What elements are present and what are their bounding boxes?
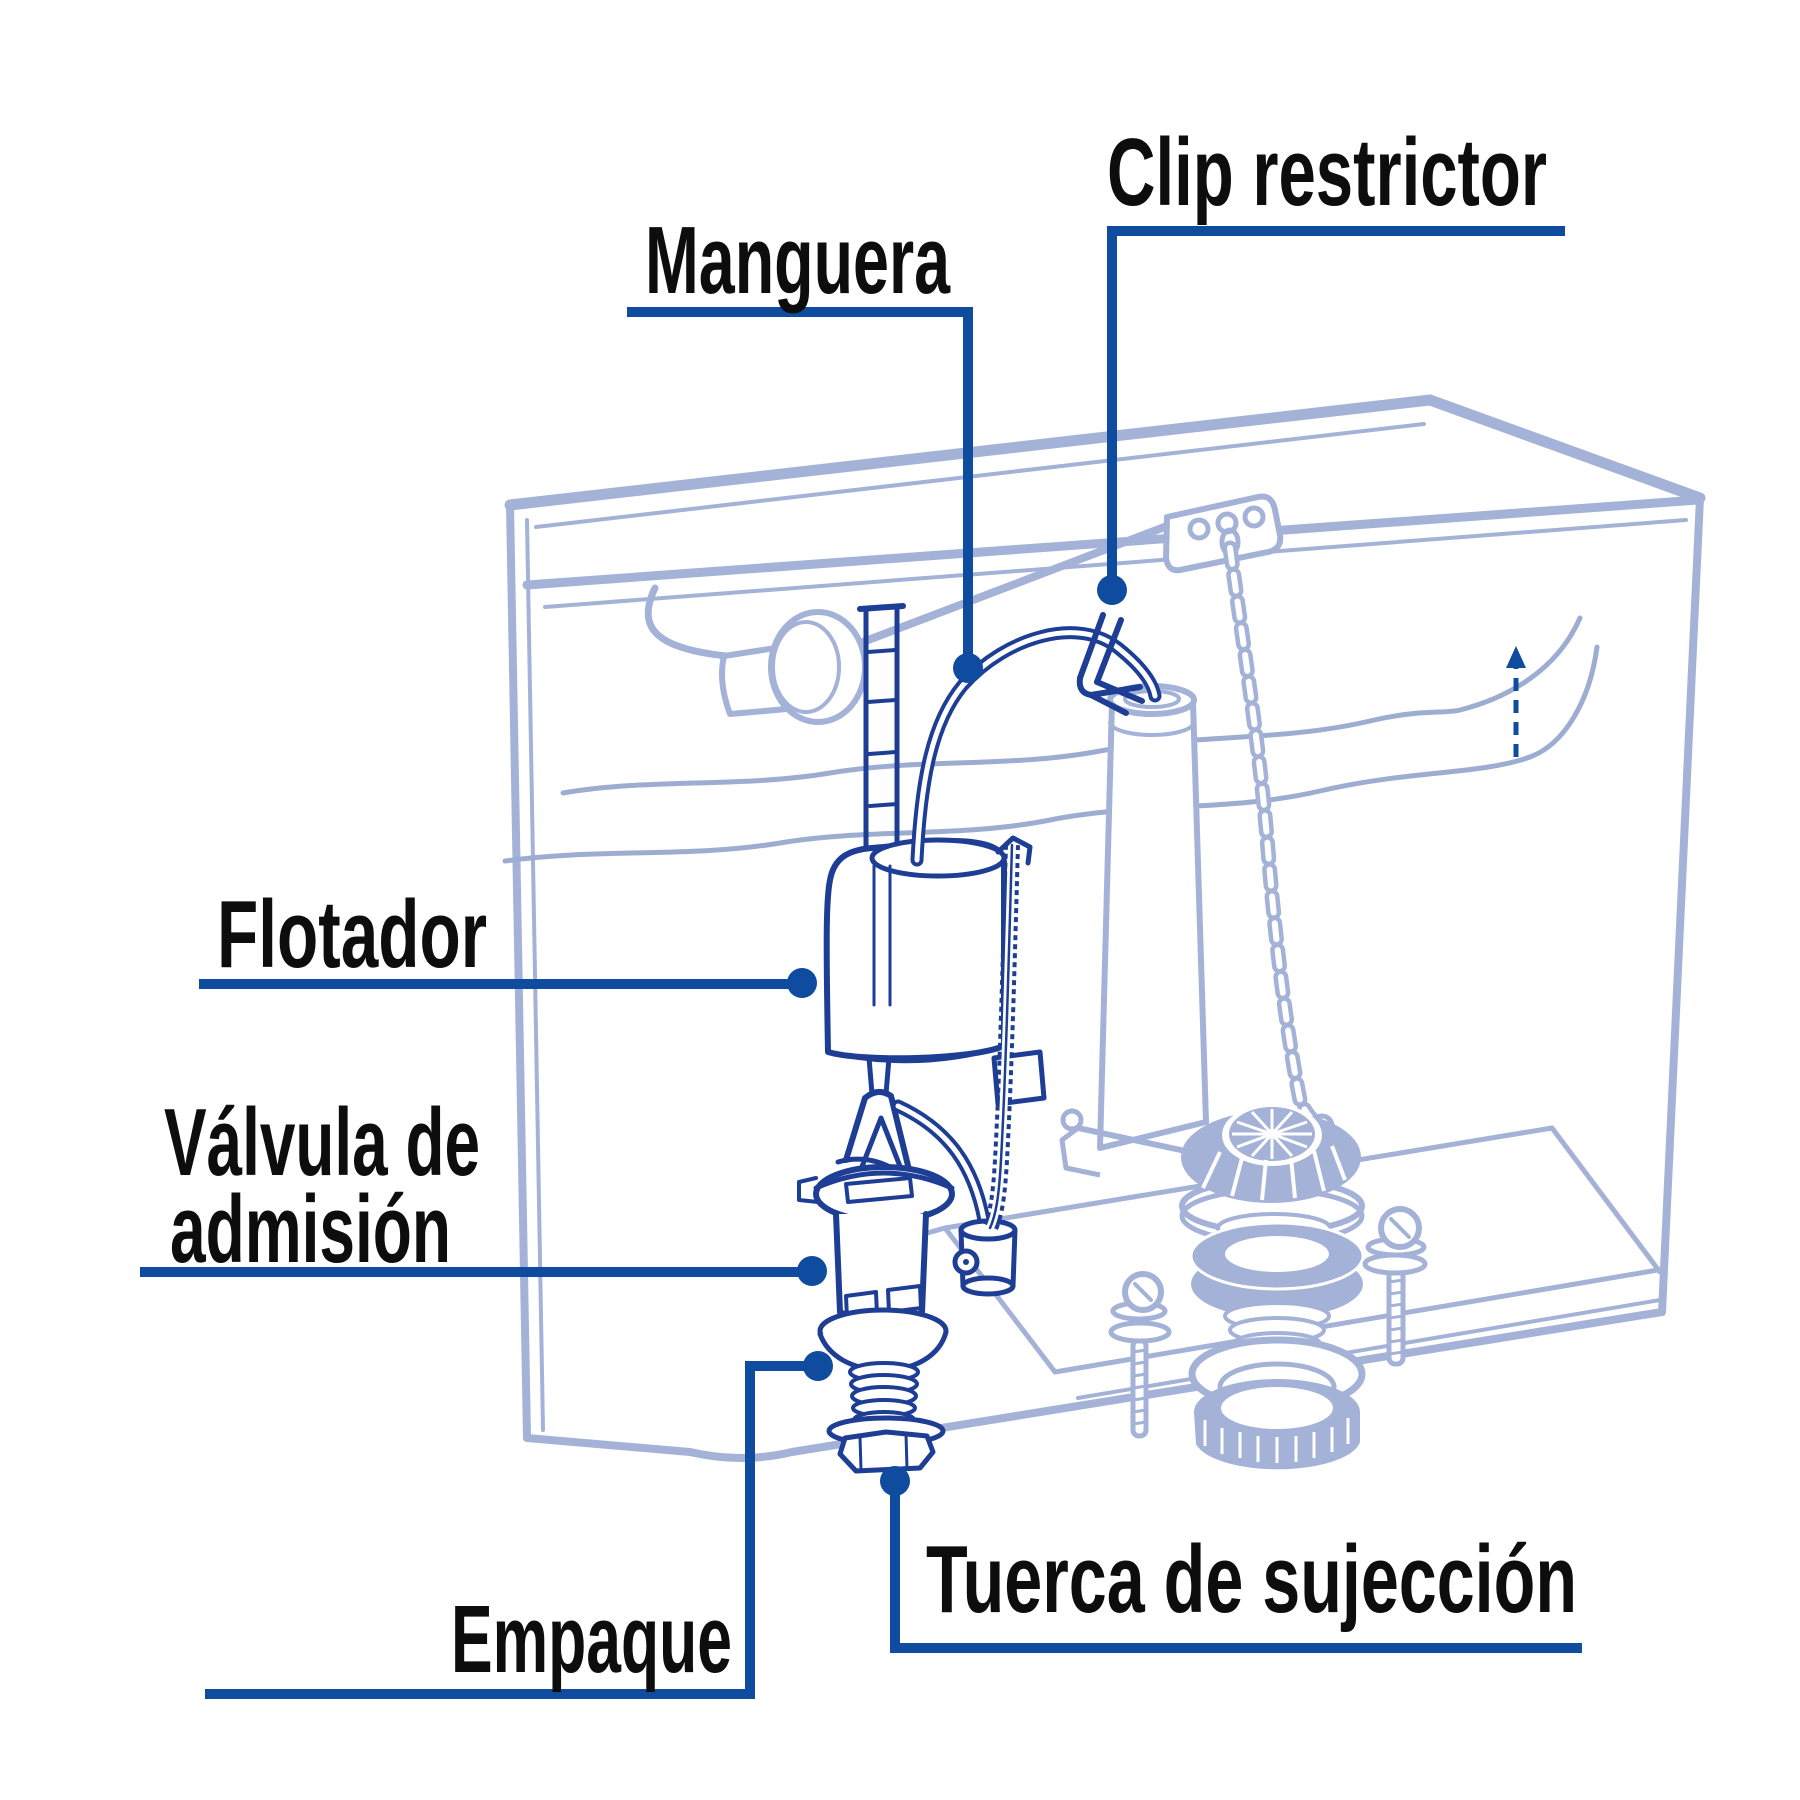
label-tuerca: Tuerca de sujección (926, 1526, 1577, 1633)
overflow-tube (1059, 683, 1209, 1178)
valve-body (797, 1164, 955, 1373)
label-clip-restrictor: Clip restrictor (1107, 119, 1547, 226)
leader-valvula (140, 1256, 827, 1286)
water-level-arrow (1506, 646, 1526, 757)
leader-tuerca (880, 1466, 1582, 1653)
tube-bracket (1077, 1125, 1191, 1155)
flush-valve-gasket (1189, 1221, 1365, 1318)
label-valvula-line1: Válvula de (164, 1089, 480, 1196)
clip-restrictor-part (1076, 612, 1145, 716)
leader-empaque (205, 1351, 833, 1699)
water-level-lines (502, 615, 1600, 864)
label-valvula-line2: admisión (170, 1176, 451, 1283)
labels: Manguera Clip restrictor Flotador Válvul… (164, 119, 1577, 1693)
handle-disc (768, 609, 868, 725)
lift-chain (1222, 540, 1335, 1139)
supply-nut (837, 1429, 936, 1474)
toothed-strap (982, 835, 1033, 1232)
lock-ring-nut (1194, 1379, 1360, 1470)
leader-manguera (627, 307, 983, 683)
flush-handle (644, 493, 1284, 725)
leader-clip-restrictor (1097, 226, 1565, 605)
tank-bolt-right (1362, 1206, 1428, 1367)
float-rod (857, 603, 906, 851)
leader-lines (140, 226, 1582, 1699)
refill-hose (910, 626, 1162, 867)
label-manguera: Manguera (645, 207, 950, 314)
flapper-valve (1179, 1104, 1366, 1470)
fill-valve (797, 603, 1162, 1474)
leader-flotador (199, 968, 817, 998)
label-empaque: Empaque (451, 1586, 732, 1693)
actuator-arm (891, 1099, 1018, 1297)
tank-bolt-left (1108, 1271, 1172, 1439)
label-flotador: Flotador (217, 881, 487, 988)
